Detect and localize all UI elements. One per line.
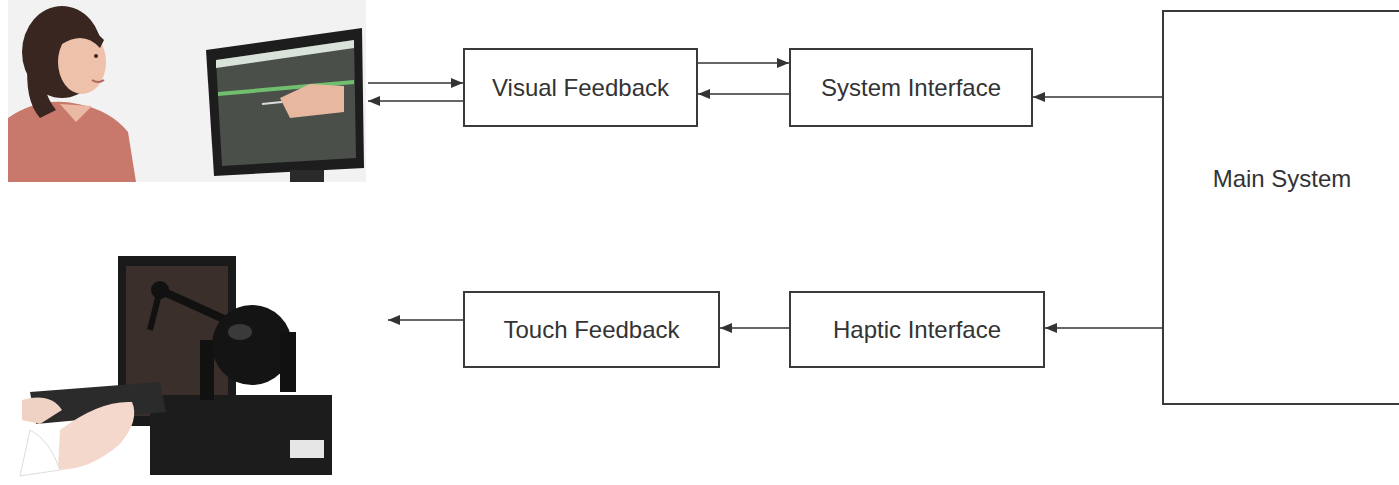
sleeve — [20, 430, 60, 476]
monitor-stand — [290, 170, 324, 182]
device-label — [290, 440, 324, 458]
monitor-frame — [206, 28, 364, 176]
display-arrow — [368, 100, 463, 102]
force-arrow — [388, 319, 463, 321]
hair-back — [27, 60, 56, 118]
flow-arrow — [698, 62, 789, 64]
sphere-shine — [228, 324, 252, 340]
box-label: Touch Feedback — [503, 316, 679, 344]
flow-arrow — [698, 93, 789, 95]
photo-ground — [8, 0, 366, 182]
monitor-screen — [216, 40, 356, 166]
device-base — [150, 395, 332, 475]
process-box: Main System — [1162, 10, 1399, 405]
flow-arrow — [720, 327, 789, 329]
screen-pointer — [262, 102, 282, 104]
device-motor — [280, 332, 296, 392]
left-hand — [22, 398, 62, 424]
fringe — [58, 24, 104, 48]
blouse — [8, 102, 136, 182]
flow-arrow — [1045, 327, 1162, 329]
device-joint — [151, 281, 169, 299]
process-box: Touch Feedback — [463, 291, 720, 368]
input-arrow — [368, 82, 463, 84]
mouth — [92, 80, 104, 82]
box-label: Main System — [1213, 165, 1352, 193]
right-hand — [58, 402, 134, 470]
haptic-device-photo — [20, 256, 332, 476]
box-label: Visual Feedback — [492, 74, 669, 102]
flow-arrow — [1033, 96, 1162, 98]
neck — [60, 104, 92, 122]
process-box: Haptic Interface — [789, 291, 1045, 368]
process-box: System Interface — [789, 48, 1033, 127]
eye — [94, 54, 98, 58]
device-post — [200, 340, 214, 400]
screen-shape — [280, 84, 344, 118]
process-box: Visual Feedback — [463, 48, 698, 127]
box-label: Haptic Interface — [833, 316, 1001, 344]
box-label: System Interface — [821, 74, 1001, 102]
user-photo — [8, 0, 366, 182]
window-bar — [216, 40, 354, 68]
